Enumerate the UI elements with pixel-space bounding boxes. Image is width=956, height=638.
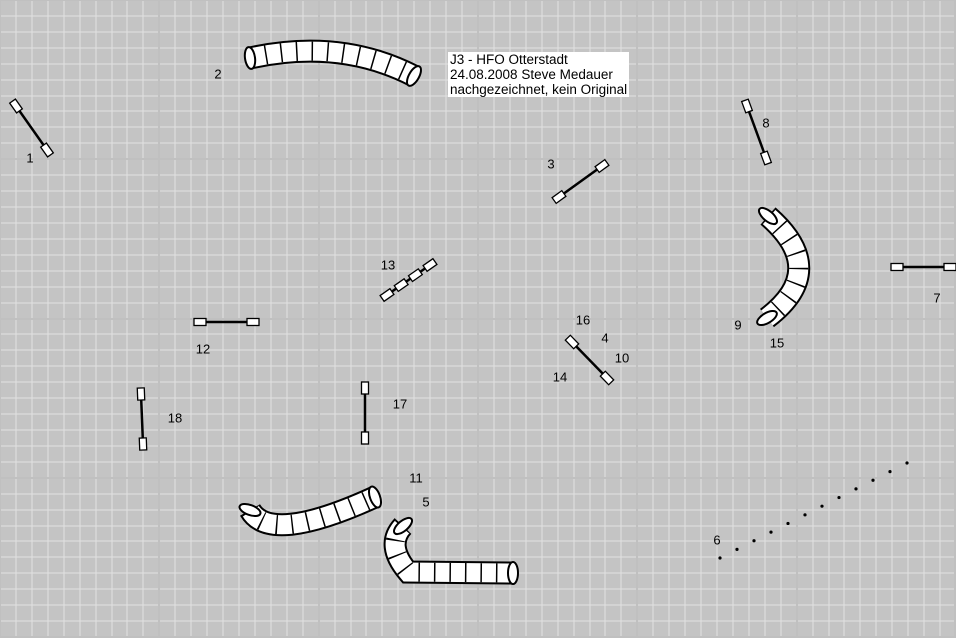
tunnel-opening <box>392 516 414 536</box>
title-line-2: 24.08.2008 Steve Medauer <box>450 67 613 82</box>
jump-wing <box>246 317 260 327</box>
jump-wing <box>551 189 567 205</box>
jump-wing <box>422 257 438 273</box>
jump-wing <box>193 317 207 327</box>
tunnel-opening <box>757 206 779 226</box>
weave-pole <box>718 556 722 560</box>
jump-wing <box>407 267 424 283</box>
jump-wing <box>599 370 615 386</box>
obstacle-number-17: 17 <box>392 396 408 412</box>
tunnel-opening <box>507 561 519 585</box>
jump-wing <box>759 150 773 166</box>
jump-wing <box>136 387 146 401</box>
tunnel-body <box>241 488 379 535</box>
jump-wing <box>564 334 580 350</box>
weave-pole <box>871 478 875 482</box>
obstacle-number-3: 3 <box>547 156 555 172</box>
title-line-3: nachgezeichnet, kein Original <box>450 82 628 97</box>
obstacle-number-8: 8 <box>762 115 770 131</box>
jump-wing <box>740 98 754 114</box>
jump-wing <box>393 277 410 293</box>
weave-pole <box>905 461 909 465</box>
obstacle-number-1: 1 <box>26 150 34 166</box>
course-title-block: J3 - HFO Otterstadt 24.08.2008 Steve Med… <box>448 52 630 97</box>
obstacle-number-2: 2 <box>214 66 222 82</box>
obstacle-number-11: 11 <box>409 470 423 486</box>
obstacle-number-6: 6 <box>713 532 721 548</box>
weave-pole <box>769 530 773 534</box>
tunnel-opening <box>238 502 262 518</box>
title-line-1: J3 - HFO Otterstadt <box>450 52 568 67</box>
tunnel-body <box>385 519 514 583</box>
tunnel-hatching <box>241 488 379 535</box>
weave-pole <box>837 495 841 500</box>
obstacle-number-16: 16 <box>575 312 591 328</box>
tunnel-opening <box>367 485 383 509</box>
jump-wing <box>943 262 956 272</box>
jump-wing <box>360 431 370 445</box>
weave-pole <box>786 521 790 526</box>
jump-bar <box>571 341 608 379</box>
jump-wing <box>360 381 370 395</box>
jump-bar <box>386 263 431 297</box>
obstacle-number-7: 7 <box>933 290 941 306</box>
weave-pole <box>752 539 756 543</box>
jump-wing <box>8 98 24 114</box>
obstacle-number-10: 10 <box>614 350 630 366</box>
jump-bar <box>14 105 49 151</box>
jump-wing <box>379 287 395 303</box>
jump-bar <box>558 164 603 199</box>
weave-pole <box>735 547 739 551</box>
obstacle-number-12: 12 <box>195 341 211 357</box>
jump-wing <box>890 262 904 272</box>
weave-pole <box>854 487 858 491</box>
obstacle-number-13: 13 <box>380 257 396 273</box>
jump-wing <box>594 158 610 174</box>
jump-bar <box>139 393 145 445</box>
tunnel-hatching <box>761 208 809 326</box>
jump-wing <box>138 437 148 451</box>
obstacle-number-4: 4 <box>601 330 609 346</box>
weave-pole <box>888 470 892 474</box>
obstacle-number-14: 14 <box>552 369 568 385</box>
tunnel-opening <box>406 65 422 87</box>
weave-pole <box>820 504 824 508</box>
jump-wing <box>39 142 55 158</box>
obstacle-number-18: 18 <box>167 410 183 426</box>
obstacle-number-15: 15 <box>769 335 785 351</box>
obstacle-number-9: 9 <box>734 317 742 333</box>
obstacle-number-5: 5 <box>422 494 430 510</box>
jump-bar <box>745 105 768 159</box>
tunnel-body <box>247 41 419 85</box>
tunnel-opening <box>243 46 257 70</box>
tunnel-opening <box>756 310 778 326</box>
weave-pole <box>803 513 807 517</box>
